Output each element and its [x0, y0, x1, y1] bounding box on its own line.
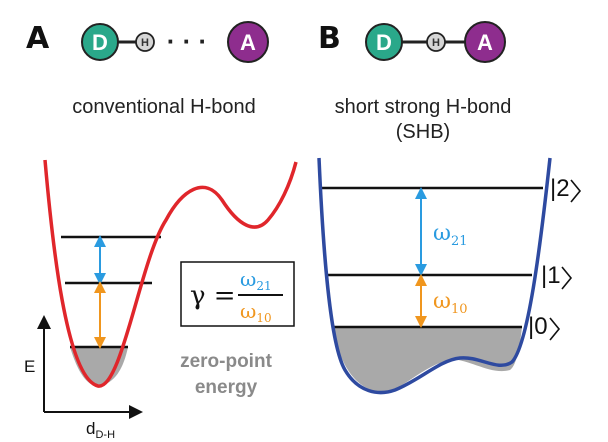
hydrogen-label: H	[432, 37, 440, 49]
panel-b-caption-line2: (SHB)	[396, 121, 450, 143]
hydrogen-atom	[135, 32, 155, 52]
panel-a-letter: A	[26, 21, 50, 56]
ket-0-label: |0	[528, 313, 548, 340]
panel-b-potential: ω21 ω10	[317, 157, 552, 395]
ket-1-bracket	[561, 266, 573, 290]
potential-curve-b	[317, 157, 552, 395]
donor-label: D	[376, 30, 392, 55]
formula-denominator: ω10	[240, 299, 272, 325]
panel-b-letter: B	[318, 21, 341, 56]
ket-2-label: |2	[550, 175, 570, 202]
axes: E dD-H	[24, 315, 143, 441]
zpe-label-line1: zero-point	[180, 351, 272, 372]
zpe-label-line2: energy	[195, 377, 258, 398]
donor-atom	[81, 23, 119, 61]
hbond-dots: · · ·	[167, 26, 207, 56]
potential-curve-a	[43, 159, 298, 388]
panel-b-molecule: D H A	[365, 21, 506, 63]
donor-label: D	[92, 30, 108, 55]
panel-a-molecule: D H · · · A	[81, 21, 269, 63]
ket-0-bracket	[549, 317, 561, 341]
hydrogen-atom	[426, 32, 446, 52]
formula-numerator: ω21	[240, 267, 272, 293]
gamma-formula: γ = ω21 ω10	[180, 261, 295, 327]
panel-a-potential	[43, 159, 298, 388]
energy-axis-label: E	[24, 357, 35, 376]
omega10-label: ω10	[433, 289, 468, 317]
distance-axis-label: dD-H	[86, 419, 115, 441]
omega21-label: ω21	[433, 221, 468, 249]
acceptor-atom	[464, 21, 506, 63]
acceptor-label: A	[240, 30, 256, 55]
state-labels: |2 |1 |0	[528, 175, 582, 341]
panel-a-caption: conventional H-bond	[72, 96, 255, 118]
hydrogen-label: H	[141, 37, 149, 49]
ket-1-label: |1	[541, 262, 561, 289]
donor-atom	[365, 23, 403, 61]
ket-2-bracket	[570, 179, 582, 203]
gamma-symbol: γ =	[190, 281, 236, 311]
acceptor-label: A	[477, 30, 493, 55]
zpe-fill-b	[333, 327, 522, 392]
panel-b-caption-line1: short strong H-bond	[335, 96, 512, 118]
acceptor-atom	[227, 21, 269, 63]
